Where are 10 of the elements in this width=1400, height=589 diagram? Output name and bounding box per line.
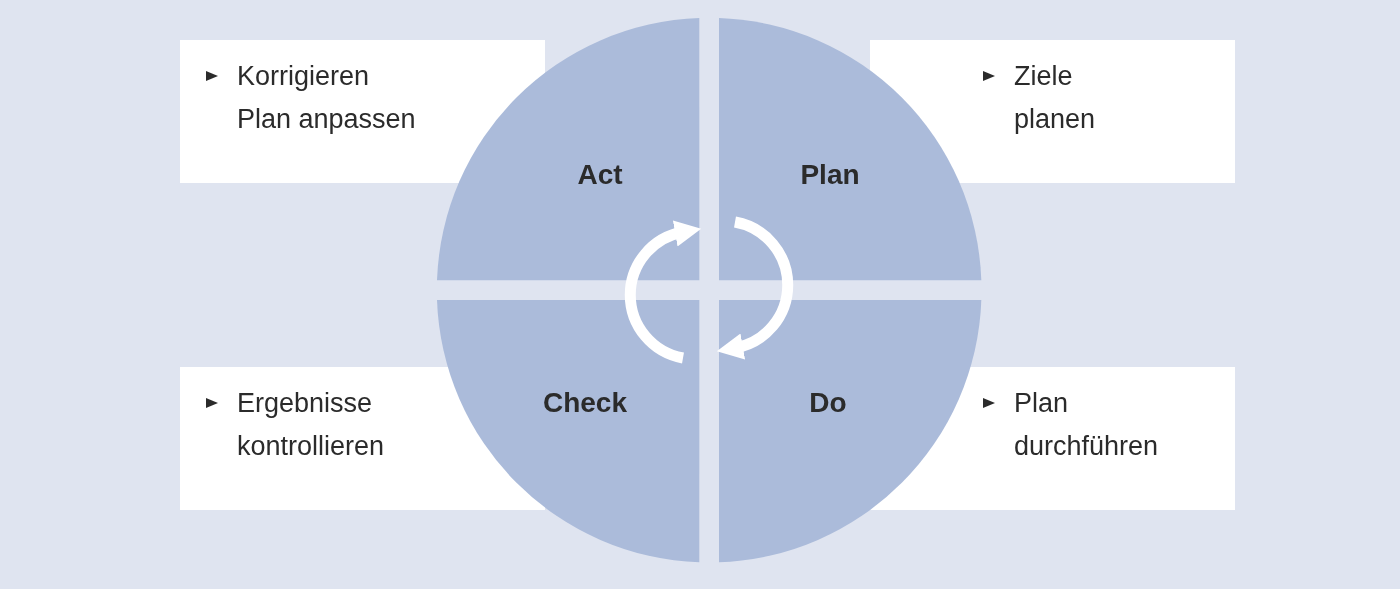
phase-label: Plan [800, 159, 860, 191]
phase-label: Do [809, 387, 847, 419]
bullet-text: Ziele planen [1014, 60, 1097, 136]
bullet-text: Plan durchführen [1014, 387, 1160, 463]
cycle-arrow [624, 221, 701, 364]
bullet-text: Korrigieren Plan anpassen [237, 60, 417, 136]
bullet-text: Ergebnisse kontrollieren [237, 387, 386, 463]
cycle-arrow [717, 216, 794, 359]
phase-label: Act [577, 159, 623, 191]
phase-label: Check [542, 387, 627, 419]
